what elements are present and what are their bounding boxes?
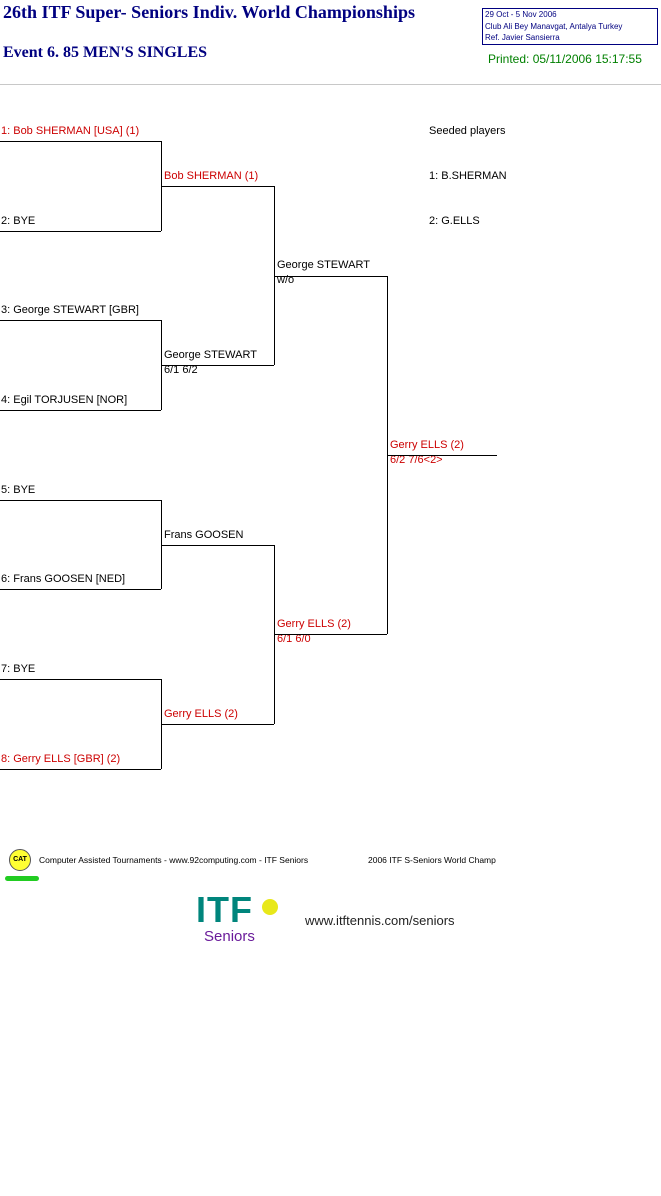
sf-winner-2: Gerry ELLS (2) (277, 618, 351, 630)
itf-website: www.itftennis.com/seniors (305, 913, 455, 928)
r2-winner-2: George STEWART (164, 349, 257, 361)
r1-slot-1: 1: Bob SHERMAN [USA] (1) (1, 125, 140, 137)
itf-seniors-logo-text: Seniors (204, 928, 255, 945)
r2-score-2: 6/1 6/2 (164, 364, 198, 376)
r1-slot-8: 8: Gerry ELLS [GBR] (2) (1, 753, 121, 765)
r2-winner-3: Frans GOOSEN (164, 529, 244, 541)
r2-winner-1: Bob SHERMAN (1) (164, 170, 259, 182)
event-footer-text: 2006 ITF S-Seniors World Champ (368, 855, 496, 865)
itf-logo: ITF (196, 889, 253, 930)
sf-winner-1: George STEWART (277, 259, 370, 271)
r1-slot-3: 3: George STEWART [GBR] (1, 304, 139, 316)
r2-winner-4: Gerry ELLS (2) (164, 708, 238, 720)
sf-line-2 (274, 634, 387, 635)
r1-line-8 (0, 769, 161, 770)
r2-line-1 (161, 186, 274, 187)
seed-1: 1: B.SHERMAN (429, 170, 507, 182)
r2-line-4 (161, 724, 274, 725)
r2-connector-a (274, 186, 275, 365)
info-referee: Ref. Javier Sansierra (485, 33, 560, 42)
r1-line-1 (0, 141, 161, 142)
r1-slot-5: 5: BYE (1, 484, 36, 496)
r1-slot-6: 6: Frans GOOSEN [NED] (1, 573, 126, 585)
r1-slot-7: 7: BYE (1, 663, 36, 675)
event-title: Event 6. 85 MEN'S SINGLES (3, 44, 208, 61)
r1-line-2 (0, 231, 161, 232)
final-score: 6/2 7/6<2> (390, 454, 443, 466)
cat-logo-bar (5, 876, 39, 881)
r1-line-6 (0, 589, 161, 590)
r2-line-3 (161, 545, 274, 546)
final-line (387, 455, 497, 456)
info-dates: 29 Oct - 5 Nov 2006 (485, 10, 557, 19)
r1-slot-4: 4: Egil TORJUSEN [NOR] (1, 394, 128, 406)
sf-score-1: w/o (277, 274, 295, 286)
tournament-info-box: 29 Oct - 5 Nov 2006 Club Ali Bey Manavga… (482, 8, 658, 45)
r1-line-5 (0, 500, 161, 501)
cat-credit: Computer Assisted Tournaments - www.92co… (39, 855, 309, 865)
tournament-title: 26th ITF Super- Seniors Indiv. World Cha… (3, 2, 415, 22)
seed-2: 2: G.ELLS (429, 215, 480, 227)
r1-slot-2: 2: BYE (1, 215, 36, 227)
sf-line-1 (274, 276, 387, 277)
final-winner: Gerry ELLS (2) (390, 439, 464, 451)
sf-score-2: 6/1 6/0 (277, 633, 311, 645)
r1-line-3 (0, 320, 161, 321)
r1-line-7 (0, 679, 161, 680)
header-divider (0, 84, 661, 85)
cat-logo: CAT (9, 849, 31, 871)
info-venue: Club Ali Bey Manavgat, Antalya Turkey (485, 21, 623, 31)
r2-line-2 (161, 365, 274, 366)
r1-connector-c (161, 500, 162, 589)
tennis-ball-icon (262, 899, 278, 915)
seeds-heading: Seeded players (429, 125, 506, 137)
printed-timestamp: Printed: 05/11/2006 15:17:55 (488, 52, 642, 66)
r1-line-4 (0, 410, 161, 411)
